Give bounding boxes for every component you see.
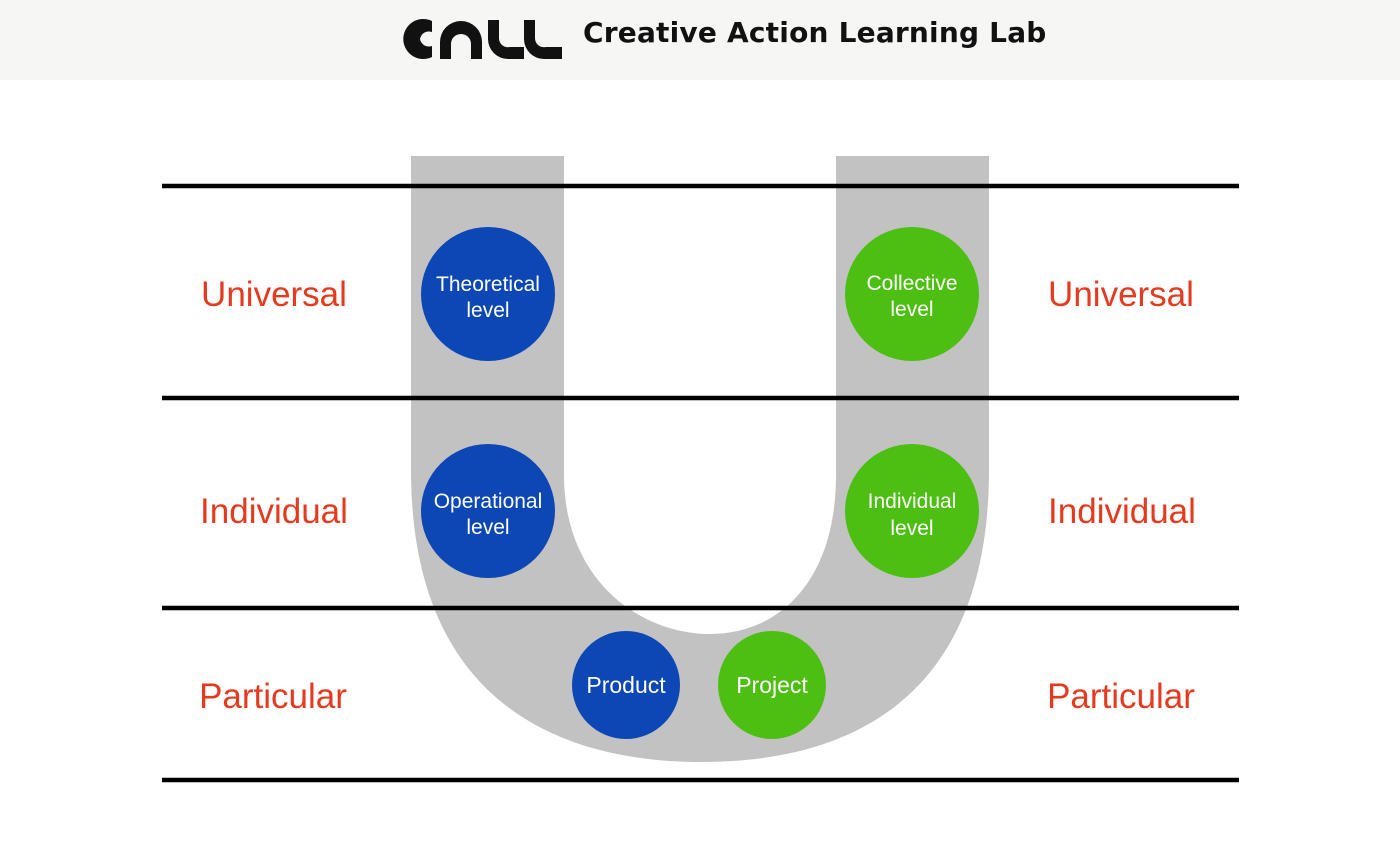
brand-name[interactable]: Creative Action Learning Lab	[583, 16, 1047, 49]
left-universal-label: Universal	[201, 275, 347, 314]
collective-level-node[interactable]: Collective level	[845, 227, 979, 361]
operational-level-line2: level	[466, 516, 509, 539]
product-label: Product	[586, 672, 666, 698]
operational-level-node[interactable]: Operational level	[421, 444, 555, 578]
right-universal-label: Universal	[1048, 275, 1194, 314]
right-particular-label: Particular	[1047, 677, 1195, 716]
project-label: Project	[736, 672, 808, 698]
project-node[interactable]: Project	[718, 631, 826, 739]
individual-level-node[interactable]: Individual level	[845, 444, 979, 578]
header-bar: Creative Action Learning Lab	[0, 0, 1400, 80]
right-individual-label: Individual	[1048, 492, 1196, 531]
theoretical-level-line1: Theoretical	[436, 273, 540, 296]
left-individual-label: Individual	[200, 492, 348, 531]
individual-level-line2: level	[890, 517, 933, 540]
operational-level-line1: Operational	[434, 490, 543, 513]
product-node[interactable]: Product	[572, 631, 680, 739]
collective-level-line1: Collective	[866, 272, 957, 295]
theoretical-level-node[interactable]: Theoretical level	[421, 227, 555, 361]
collective-level-line2: level	[890, 298, 933, 321]
individual-level-line1: Individual	[868, 490, 957, 513]
call-logo-icon[interactable]	[400, 14, 570, 64]
left-particular-label: Particular	[199, 677, 347, 716]
u-shape	[411, 156, 989, 762]
theoretical-level-line2: level	[466, 299, 509, 322]
